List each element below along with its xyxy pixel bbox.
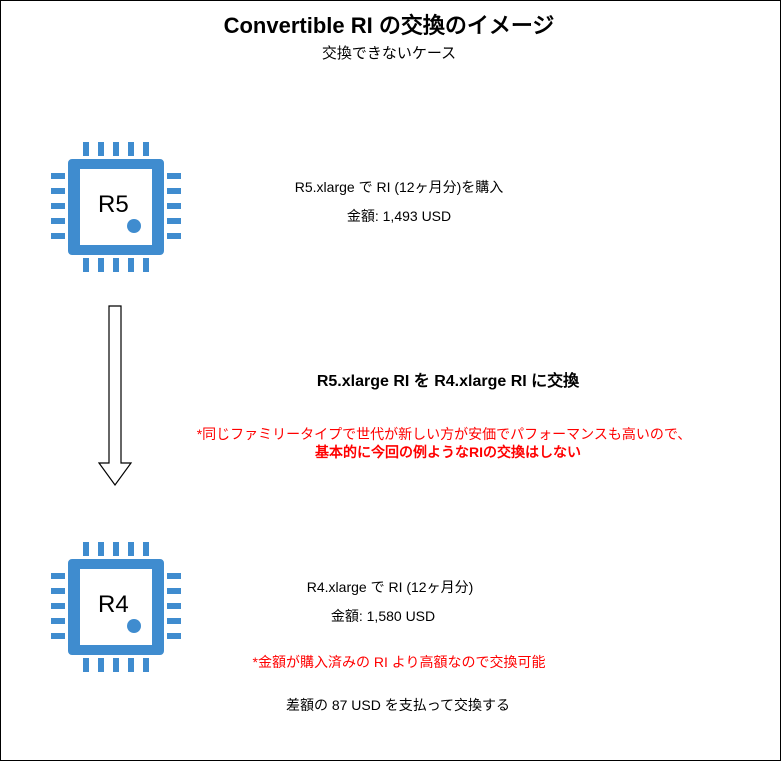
r4-price-text: 金額: 1,580 USD [330, 608, 436, 624]
processor-chip-icon [51, 142, 181, 272]
r5-price-text: 金額: 1,493 USD [346, 208, 452, 224]
exchange-heading: R5.xlarge RI を R4.xlarge RI に交換 [316, 373, 580, 390]
r4-chip: R4 [48, 539, 183, 674]
exchange-note-line1: *同じファミリータイプで世代が新しい方が安価でパフォーマンスも高いので、 [196, 426, 692, 442]
r4-difference-text: 差額の 87 USD を支払って交換する [285, 697, 511, 713]
diagram-subtitle: 交換できないケース [321, 45, 457, 62]
r5-purchase-text: R5.xlarge で RI (12ヶ月分)を購入 [294, 179, 504, 195]
exchange-note-line2: 基本的に今回の例ようなRIの交換はしない [315, 444, 581, 460]
r5-chip: R5 [48, 139, 183, 274]
r4-plan-text: R4.xlarge で RI (12ヶ月分) [306, 579, 474, 595]
r4-exchange-note: *金額が購入済みの RI より高額なので交換可能 [252, 654, 546, 670]
down-arrow-icon [98, 305, 133, 487]
r5-chip-label: R5 [98, 191, 129, 218]
r4-chip-label: R4 [98, 591, 129, 618]
diagram-title: Convertible RI の交換のイメージ [223, 13, 555, 38]
processor-chip-icon [51, 542, 181, 672]
